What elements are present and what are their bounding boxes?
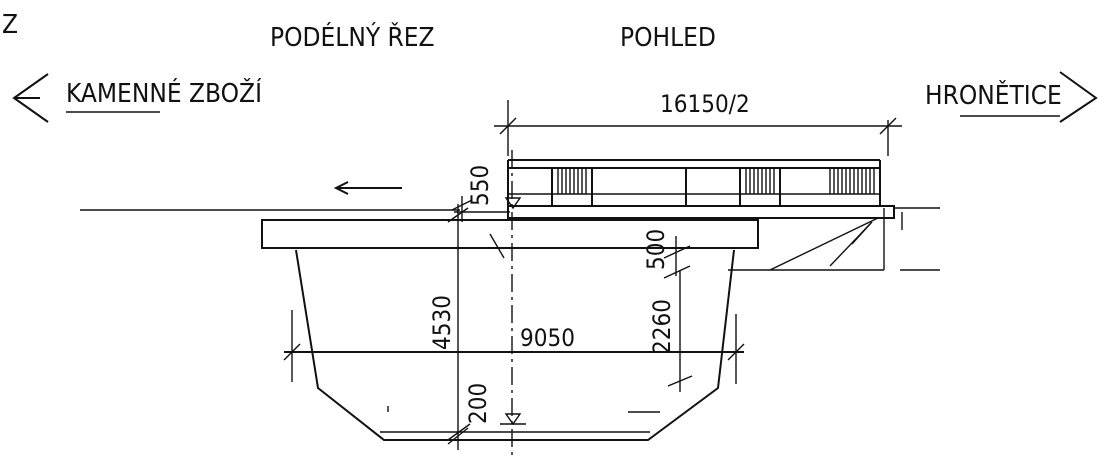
heading-longitudinal-section: PODÉLNÝ ŘEZ bbox=[270, 21, 435, 53]
dimension-railing-height-label: 550 bbox=[466, 165, 494, 206]
corner-mark: Z bbox=[2, 10, 18, 40]
dimension-bottom-label: 200 bbox=[464, 383, 492, 424]
railing bbox=[507, 159, 881, 206]
bridge-deck bbox=[261, 205, 895, 249]
water-level-symbol-icon bbox=[500, 197, 526, 426]
heading-view: POHLED bbox=[620, 23, 716, 53]
right-direction-arrow-icon bbox=[960, 71, 1098, 123]
direction-right-label: HRONĚTICE bbox=[925, 79, 1062, 111]
dimension-total-height bbox=[447, 204, 505, 450]
channel-profile bbox=[295, 249, 735, 441]
abutment-right bbox=[728, 207, 940, 271]
dimension-deck-thickness bbox=[663, 236, 691, 279]
dimension-clear-height-label: 2260 bbox=[648, 299, 676, 354]
left-direction-arrow-icon bbox=[12, 73, 160, 123]
dimension-half-length-label: 16150/2 bbox=[660, 90, 750, 118]
direction-left-label: KAMENNÉ ZBOŽÍ bbox=[66, 77, 262, 109]
dimension-deck-thickness-label: 500 bbox=[642, 229, 670, 270]
dimension-bottom bbox=[447, 423, 471, 441]
dimension-half-length bbox=[494, 100, 902, 156]
dimension-span bbox=[283, 310, 745, 384]
dimension-total-height-label: 4530 bbox=[428, 295, 456, 350]
flow-arrow-icon bbox=[333, 181, 402, 195]
dimension-span-label: 9050 bbox=[520, 324, 575, 352]
dimension-clear-height bbox=[667, 270, 693, 392]
